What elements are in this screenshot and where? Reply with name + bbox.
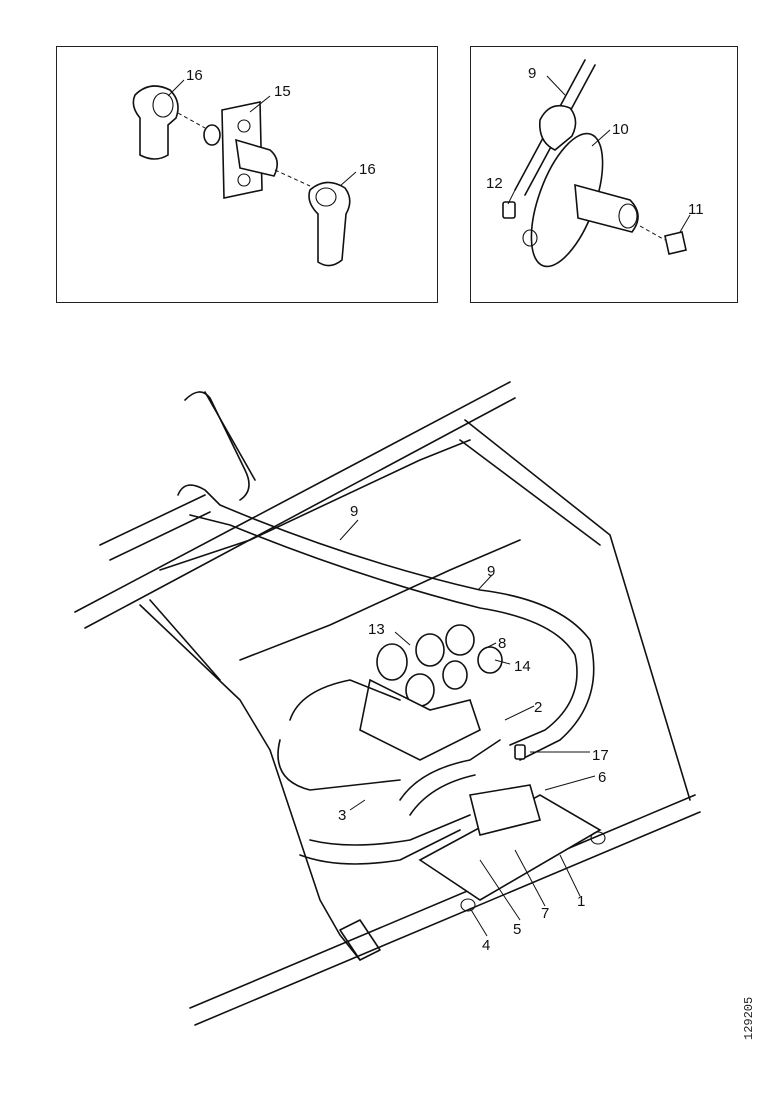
inset-right-drawing: [502, 59, 691, 268]
callout-4: 4: [482, 937, 490, 954]
main-drawing: [74, 381, 701, 1026]
callout-12: 12: [486, 175, 503, 192]
callout-15: 15: [274, 83, 291, 100]
inset-left-drawing: [132, 79, 357, 267]
detail-inset-grommet: [470, 46, 738, 303]
callout-labels: 16 15 16 9 10 12 11 9 9 13 8 14 2 17 6 3…: [186, 65, 704, 954]
callout-7: 7: [541, 905, 549, 922]
callout-1: 1: [577, 893, 585, 910]
callout-9-inset: 9: [528, 65, 536, 82]
callout-9-main-lower: 9: [487, 563, 495, 580]
callout-3: 3: [338, 807, 346, 824]
callout-9-main-upper: 9: [350, 503, 358, 520]
callout-10: 10: [612, 121, 629, 138]
callout-11: 11: [688, 201, 704, 218]
callout-17: 17: [592, 747, 609, 764]
callout-13: 13: [368, 621, 385, 638]
callout-8: 8: [498, 635, 506, 652]
callout-16-lower: 16: [359, 161, 376, 178]
callout-5: 5: [513, 921, 521, 938]
callout-6: 6: [598, 769, 606, 786]
figure-id-code: 129205: [742, 996, 756, 1040]
callout-14: 14: [514, 658, 531, 675]
callout-16-upper: 16: [186, 67, 203, 84]
callout-2: 2: [534, 699, 542, 716]
